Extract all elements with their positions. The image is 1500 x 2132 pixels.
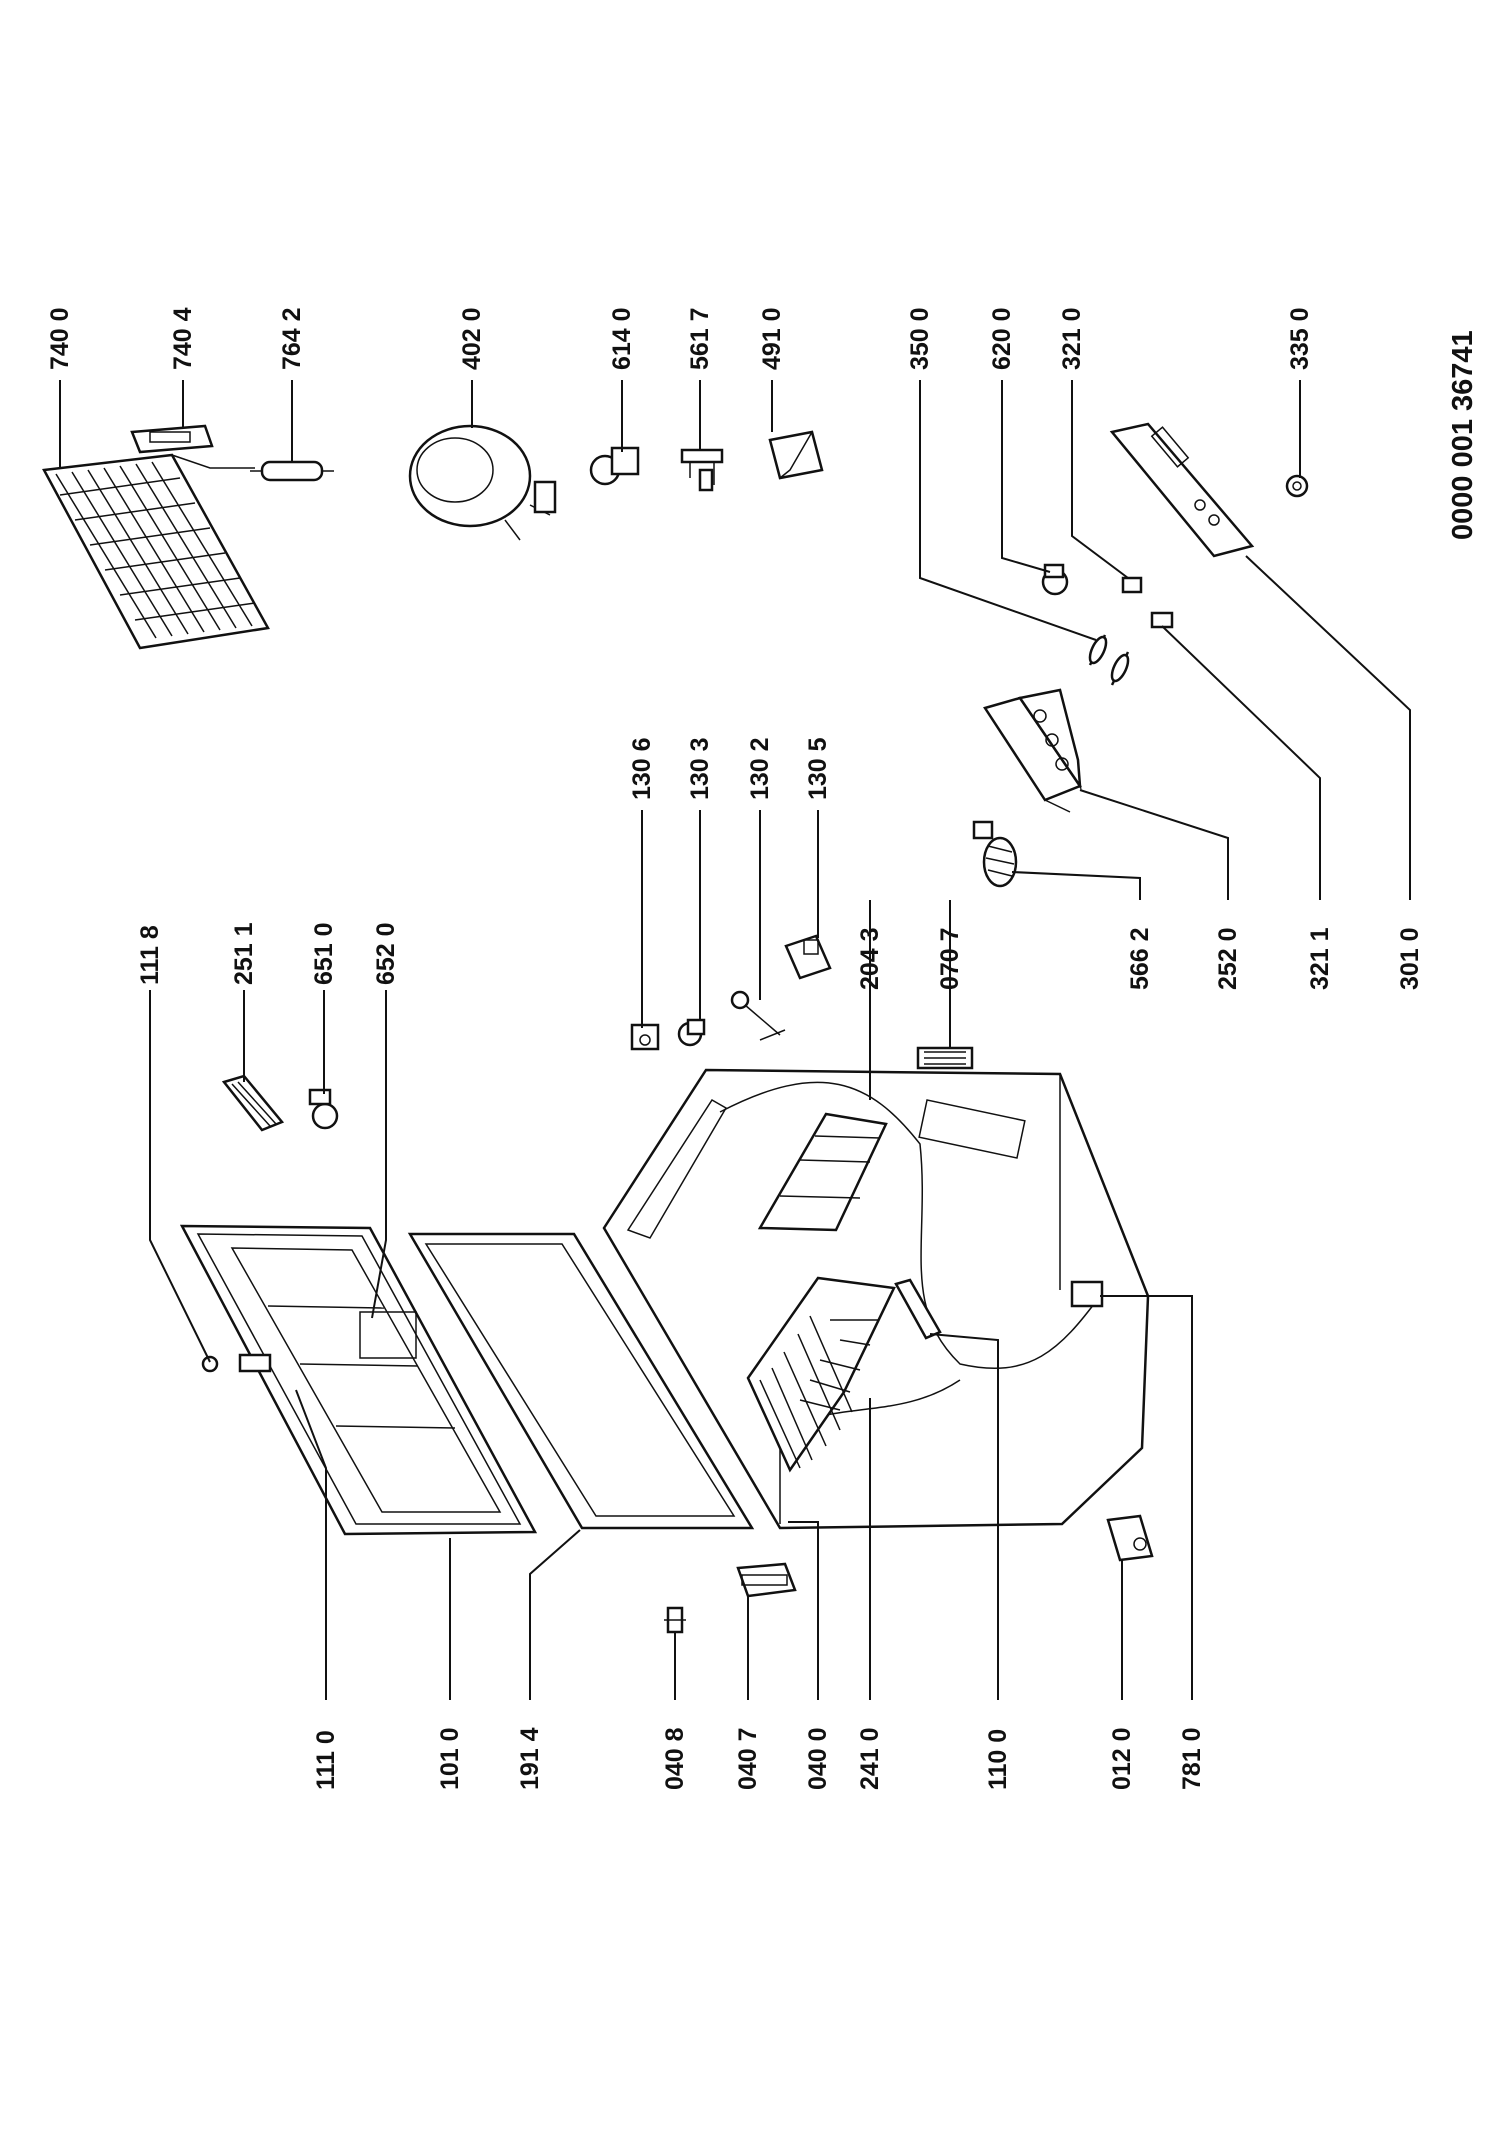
part-label: 130 6 bbox=[628, 737, 656, 800]
part-label: 204 3 bbox=[856, 927, 884, 990]
part-label: 012 0 bbox=[1108, 1727, 1136, 1790]
hinge-bracket bbox=[736, 1562, 797, 1598]
overload-protector bbox=[680, 448, 724, 492]
part-label: 402 0 bbox=[458, 307, 486, 370]
part-label: 241 0 bbox=[856, 1727, 884, 1790]
drain-plate bbox=[916, 1046, 974, 1070]
wire-basket bbox=[746, 1276, 896, 1473]
freezer-lid bbox=[179, 1224, 538, 1536]
part-label: 620 0 bbox=[988, 307, 1016, 370]
part-label: 130 3 bbox=[686, 737, 714, 800]
part-label: 614 0 bbox=[608, 307, 636, 370]
thermostat-knob bbox=[1041, 563, 1069, 596]
lamp bbox=[308, 1088, 339, 1130]
drier-filter bbox=[250, 460, 334, 482]
part-label: 335 0 bbox=[1286, 307, 1314, 370]
part-label: 101 0 bbox=[436, 1727, 464, 1790]
door-spring bbox=[972, 820, 1018, 888]
document-number: 0000 001 36741 bbox=[1447, 330, 1479, 540]
hinge-part-130-2 bbox=[730, 990, 786, 1041]
part-label: 251 1 bbox=[230, 922, 258, 985]
leveling-foot bbox=[1106, 1514, 1154, 1562]
relay-cover bbox=[768, 430, 824, 480]
part-label: 130 2 bbox=[746, 737, 774, 800]
part-label: 070 7 bbox=[936, 927, 964, 990]
part-label: 491 0 bbox=[758, 307, 786, 370]
inner-divider bbox=[757, 1112, 888, 1232]
part-label: 111 0 bbox=[312, 1730, 340, 1790]
part-label: 130 5 bbox=[804, 737, 832, 800]
part-label: 321 1 bbox=[1306, 927, 1334, 990]
hinge-part-130-3 bbox=[677, 1018, 706, 1047]
part-label: 110 0 bbox=[984, 1729, 1012, 1790]
part-label: 040 0 bbox=[804, 1727, 832, 1790]
part-label: 350 0 bbox=[906, 307, 934, 370]
part-label: 781 0 bbox=[1178, 1727, 1206, 1790]
hinge-pin bbox=[664, 1606, 686, 1634]
control-panel bbox=[1109, 422, 1255, 558]
coil-bracket bbox=[130, 424, 214, 454]
part-label: 040 8 bbox=[661, 1727, 689, 1790]
lid-stop bbox=[201, 1355, 219, 1373]
thermostat-housing bbox=[983, 688, 1082, 813]
lamp-clip-2 bbox=[1150, 611, 1174, 629]
part-label: 740 0 bbox=[46, 307, 74, 370]
hinge-part-130-5 bbox=[784, 934, 832, 980]
lid-gasket bbox=[407, 1232, 755, 1530]
basket-rail bbox=[894, 1278, 942, 1340]
part-label: 740 4 bbox=[169, 307, 197, 370]
lamp-clip bbox=[1121, 576, 1143, 594]
lid-handle bbox=[221, 1074, 285, 1132]
hinge-part-130-6 bbox=[630, 1023, 660, 1051]
part-label: 561 7 bbox=[686, 307, 714, 370]
relay bbox=[589, 446, 640, 486]
part-label: 191 4 bbox=[516, 1727, 544, 1790]
part-label: 040 7 bbox=[734, 1727, 762, 1790]
part-label: 652 0 bbox=[372, 922, 400, 985]
part-label: 301 0 bbox=[1396, 927, 1424, 990]
part-label: 651 0 bbox=[310, 922, 338, 985]
part-label: 764 2 bbox=[278, 307, 306, 370]
part-label: 252 0 bbox=[1214, 927, 1242, 990]
compressor bbox=[408, 424, 557, 541]
part-label: 566 2 bbox=[1126, 927, 1154, 990]
condenser-coil bbox=[42, 453, 270, 650]
leader-lines bbox=[59, 380, 1411, 1700]
part-label: 111 8 bbox=[136, 925, 164, 985]
part-label: 321 0 bbox=[1058, 307, 1086, 370]
part-labels: 740 0 740 4 764 2 402 0 614 0 561 7 491 … bbox=[46, 307, 1424, 1790]
control-knob bbox=[1285, 474, 1309, 498]
thermostat-capillary bbox=[1088, 634, 1130, 686]
